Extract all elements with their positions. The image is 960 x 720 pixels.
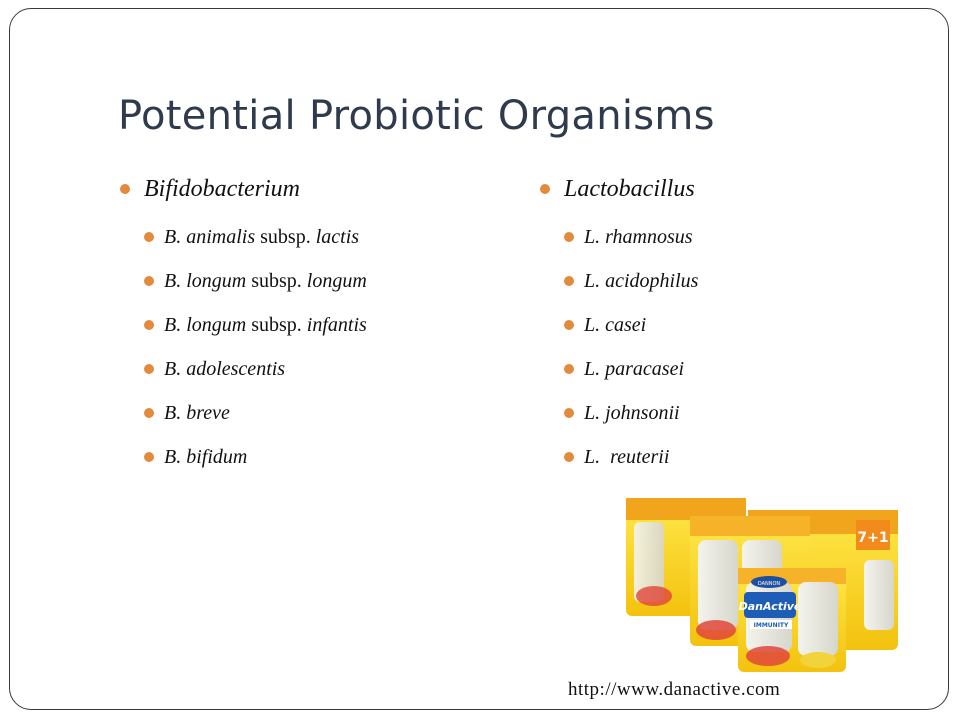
species-name: B. animalis: [164, 225, 256, 248]
banner-label: IMMUNITY: [754, 622, 789, 629]
genus-item-lactobacillus: Lactobacillus: [540, 169, 698, 209]
species-item: B. adolescentis: [144, 347, 367, 391]
subsp-label: subsp.: [255, 225, 316, 248]
slide-title: Potential Probiotic Organisms: [118, 93, 715, 139]
species-name: B. breve: [164, 401, 230, 424]
bullet-icon: [144, 232, 154, 242]
species-item: L. casei: [564, 303, 698, 347]
species-name: B. longum: [164, 313, 247, 336]
right-column: Lactobacillus L. rhamnosus L. acidophilu…: [540, 169, 698, 479]
species-item: B. longum subsp. longum: [144, 259, 367, 303]
species-name: B. bifidum: [164, 445, 248, 468]
bullet-icon: [144, 276, 154, 286]
pack-count-label: 7+1: [857, 530, 888, 546]
species-item: L. acidophilus: [564, 259, 698, 303]
genus-heading: Bifidobacterium: [144, 175, 300, 202]
bullet-icon: [144, 408, 154, 418]
maker-label: DANNON: [758, 581, 781, 587]
species-item: B. animalis subsp. lactis: [144, 215, 367, 259]
species-name: B. adolescentis: [164, 357, 286, 380]
species-item: L. paracasei: [564, 347, 698, 391]
subspecies-name: longum: [306, 269, 367, 292]
genus-heading: Lactobacillus: [564, 175, 695, 202]
bullet-icon: [144, 364, 154, 374]
species-name: B. longum: [164, 269, 247, 292]
bullet-icon: [564, 232, 574, 242]
brand-badge: [744, 592, 796, 618]
species-name: L. paracasei: [584, 357, 684, 380]
species-name: L. reuterii: [584, 445, 670, 468]
species-item: B. breve: [144, 391, 367, 435]
slide-frame: Potential Probiotic Organisms Bifidobact…: [9, 8, 949, 710]
bullet-icon: [144, 452, 154, 462]
genus-item-bifidobacterium: Bifidobacterium: [120, 169, 367, 209]
source-link[interactable]: http://www.danactive.com: [568, 679, 781, 700]
subspecies-name: infantis: [306, 313, 367, 336]
bullet-icon: [564, 408, 574, 418]
subsp-label: subsp.: [246, 269, 307, 292]
species-item: B. longum subsp. infantis: [144, 303, 367, 347]
species-name: L. johnsonii: [584, 401, 680, 424]
species-name: L. casei: [584, 313, 647, 336]
species-item: L. rhamnosus: [564, 215, 698, 259]
bullet-icon: [540, 184, 550, 194]
bullet-icon: [564, 320, 574, 330]
bullet-icon: [120, 184, 130, 194]
bullet-icon: [564, 276, 574, 286]
left-column: Bifidobacterium B. animalis subsp. lacti…: [120, 169, 367, 479]
product-image: 7+1 DANNON DanActive IMMUNITY: [626, 498, 898, 672]
brand-oval-icon: [751, 576, 787, 588]
species-item: B. bifidum: [144, 435, 367, 479]
species-name: L. rhamnosus: [584, 225, 693, 248]
bullet-icon: [144, 320, 154, 330]
bullet-icon: [564, 452, 574, 462]
subspecies-name: lactis: [315, 225, 360, 248]
species-list: B. animalis subsp. lactis B. longum subs…: [120, 215, 367, 479]
species-list: L. rhamnosus L. acidophilus L. casei L. …: [540, 215, 698, 479]
species-item: L. johnsonii: [564, 391, 698, 435]
species-name: L. acidophilus: [584, 269, 699, 292]
bullet-icon: [564, 364, 574, 374]
subsp-label: subsp.: [246, 313, 307, 336]
brand-label: DanActive: [739, 600, 802, 613]
yogurt-pack-front: DANNON DanActive IMMUNITY: [738, 568, 846, 672]
species-item: L. reuterii: [564, 435, 698, 479]
